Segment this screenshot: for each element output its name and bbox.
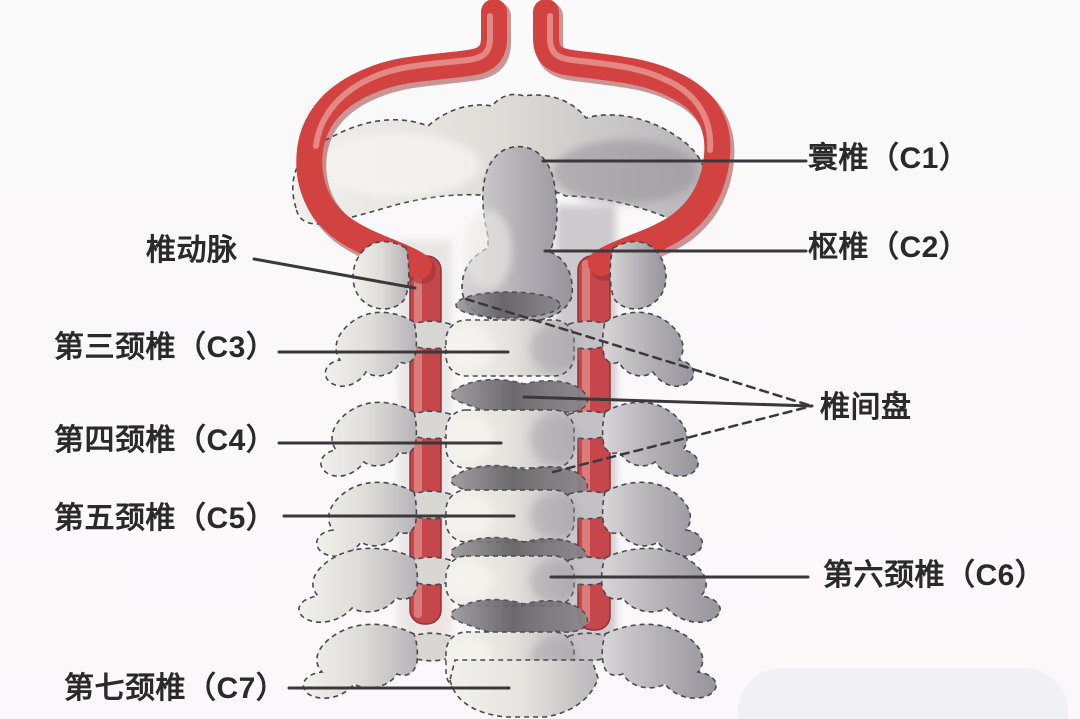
label-c1: 寰椎（C1）: [808, 142, 970, 175]
c7-bottom: [449, 659, 599, 718]
c6-right-process: [600, 547, 721, 623]
disc-c2-c3: [455, 291, 561, 319]
c6-left-process: [298, 547, 419, 623]
vertebral-artery-right-column: [577, 255, 611, 631]
label-c4: 第四颈椎（C4）: [54, 424, 277, 457]
label-disc: 椎间盘: [820, 391, 912, 424]
vertebral-artery-arches: [296, 0, 735, 284]
leader-line-disc-upper: [464, 297, 814, 408]
axis-c2-bone: [352, 145, 667, 324]
label-vertebral-artery: 椎动脉: [146, 234, 238, 267]
c4-right-process: [601, 401, 699, 477]
leader-line-disc-mid: [522, 395, 814, 408]
label-c6: 第六颈椎（C6）: [823, 559, 1046, 592]
watermark-band: [738, 668, 1068, 719]
c5-left-process: [315, 481, 418, 557]
label-c3: 第三颈椎（C3）: [54, 331, 277, 364]
label-c5: 第五颈椎（C5）: [54, 502, 277, 535]
disc-below-c3: [450, 378, 589, 417]
vertebra-c3: [324, 311, 695, 417]
leader-line-disc-lower: [551, 404, 814, 474]
c2-left-process: [352, 240, 410, 310]
c2-right-process: [609, 240, 667, 310]
c7-left-process: [302, 623, 419, 699]
leader-lines: [252, 159, 814, 690]
c7-right-process: [601, 623, 717, 699]
vertebra-c6: [298, 547, 721, 637]
spine-illustration: [292, 0, 1068, 719]
disc-below-c6: [450, 598, 589, 637]
c5-right-process: [601, 481, 704, 557]
label-c2: 枢椎（C2）: [808, 231, 970, 264]
c3-right-process: [601, 311, 695, 387]
leader-line-artery: [252, 257, 417, 290]
label-c7: 第七颈椎（C7）: [64, 672, 287, 705]
